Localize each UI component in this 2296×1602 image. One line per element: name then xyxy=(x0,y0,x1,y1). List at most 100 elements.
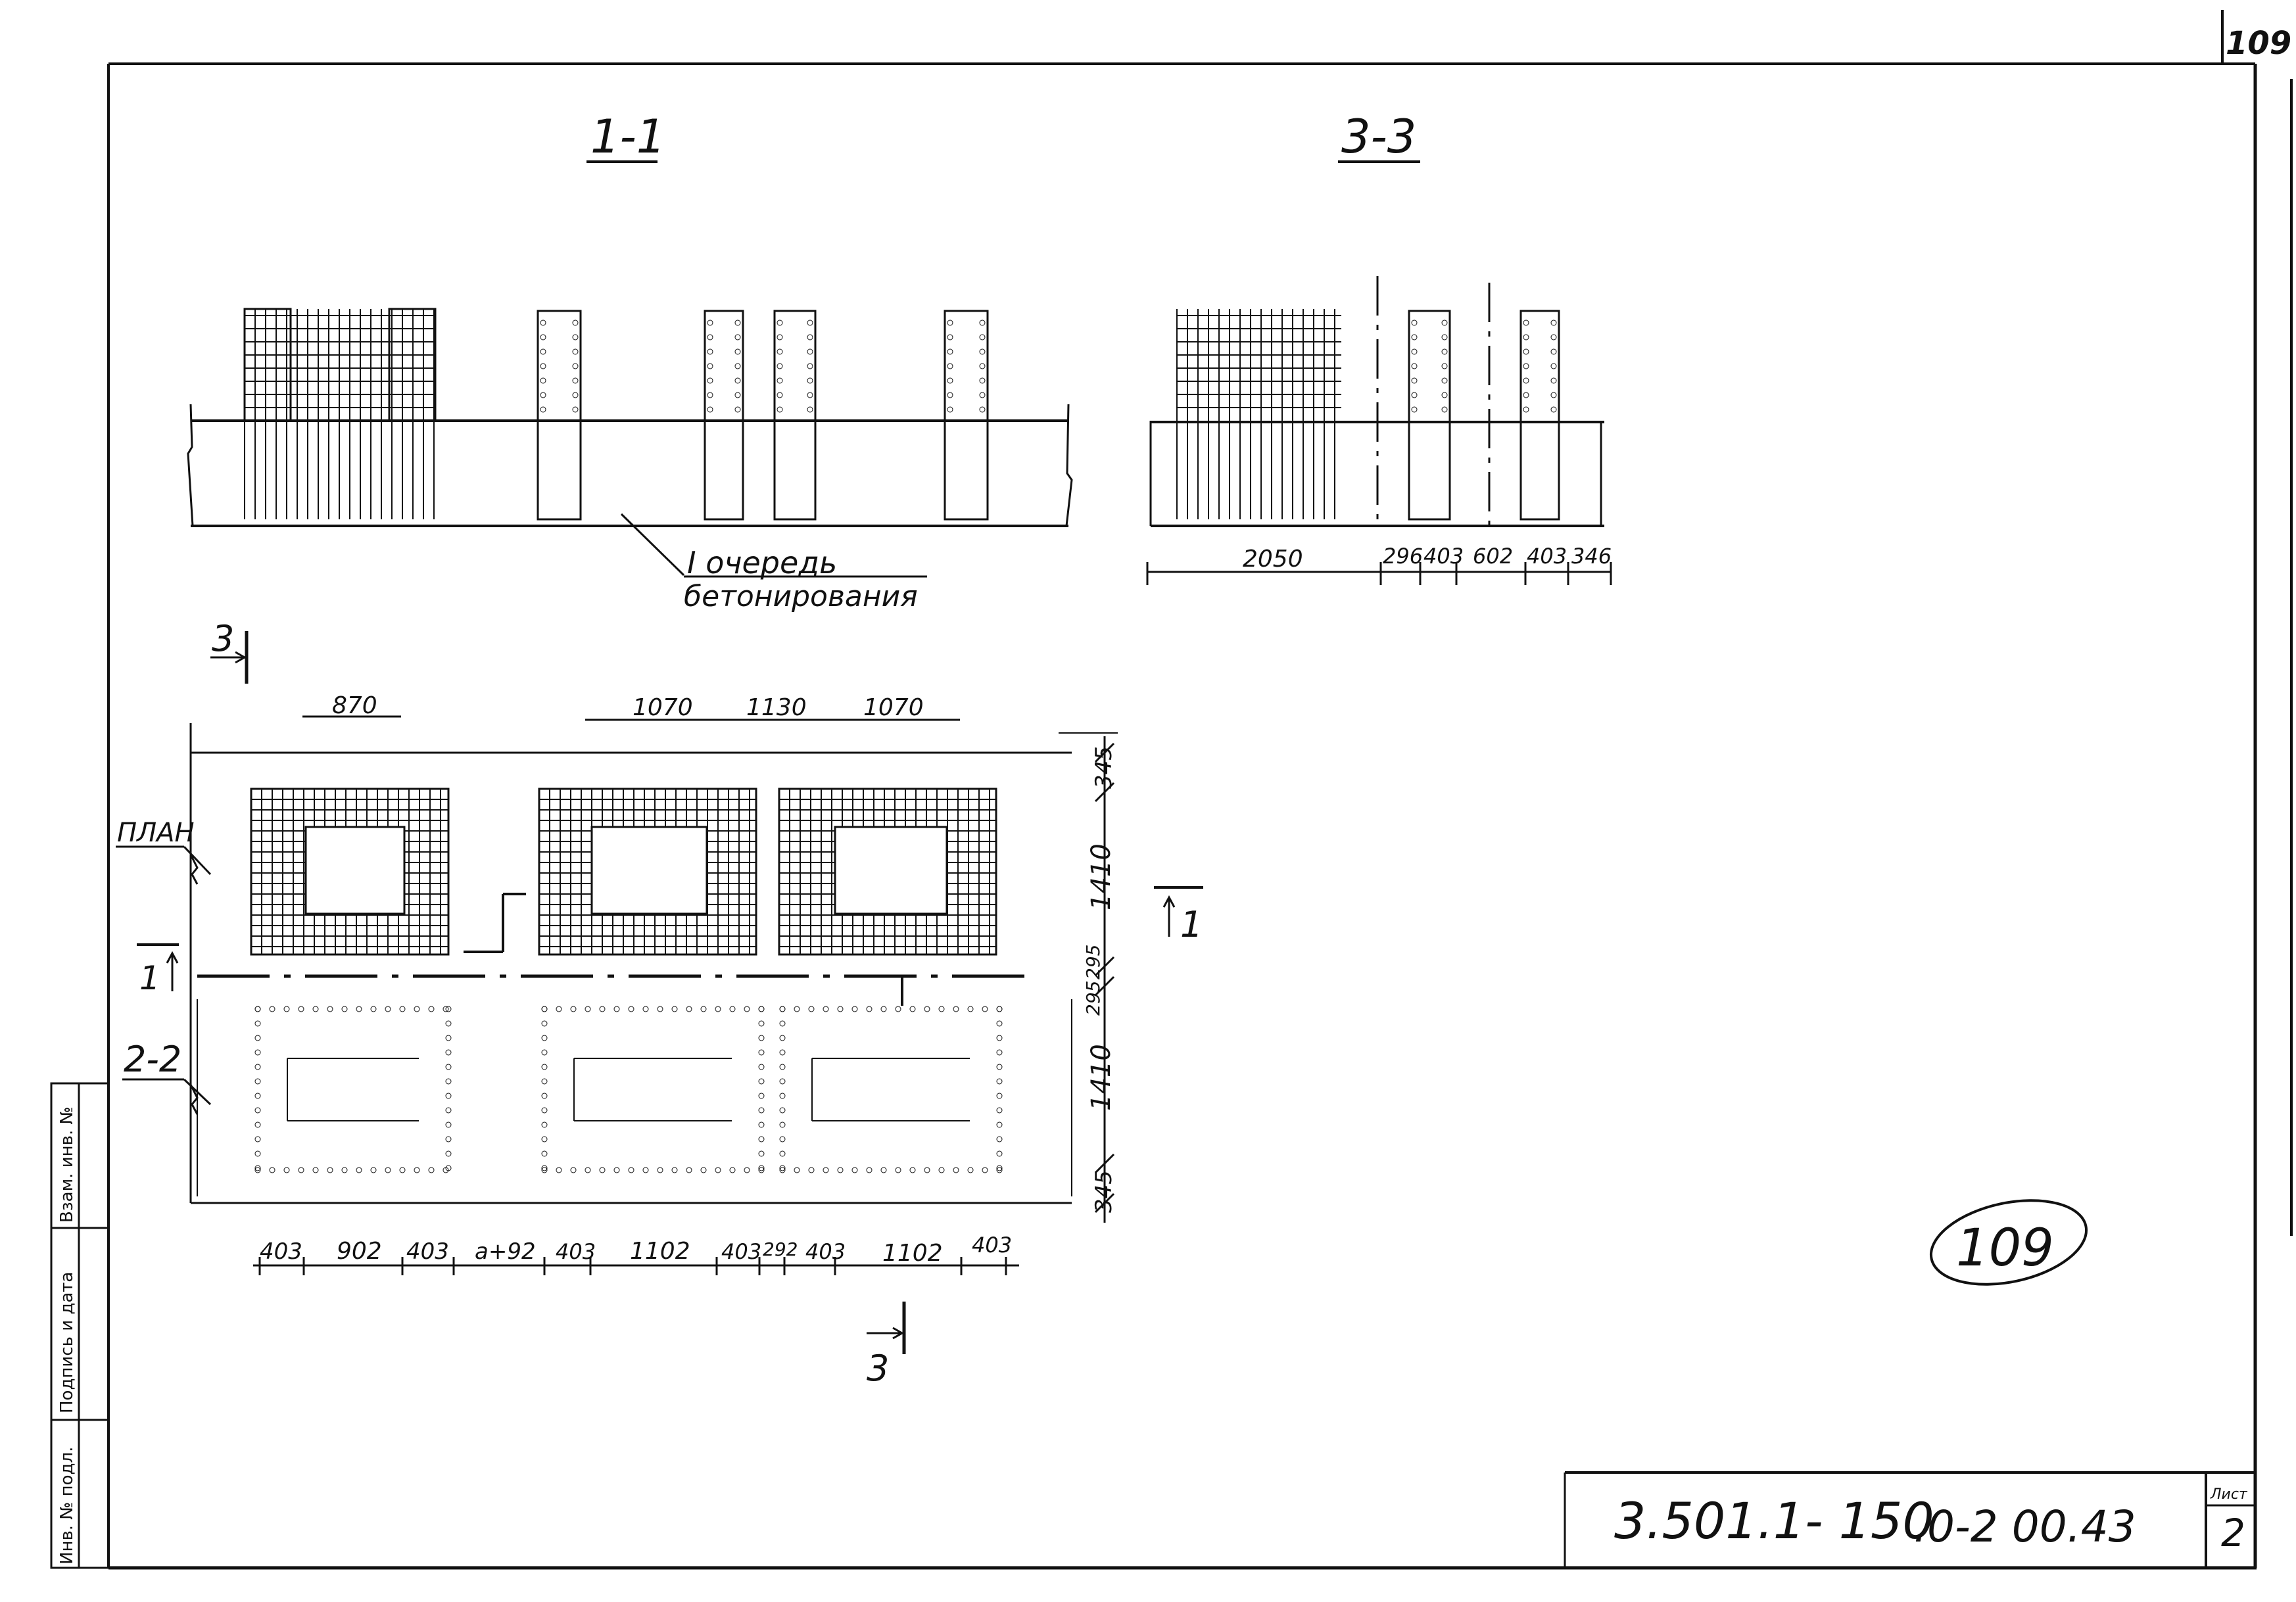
rebar-dot xyxy=(779,1049,786,1056)
rebar-dot xyxy=(541,1121,548,1128)
cage-post-right xyxy=(388,308,437,422)
note-concreting-line2: бетонирования xyxy=(684,580,918,613)
rebar-dot xyxy=(1441,392,1448,398)
rebar-dot xyxy=(254,1078,261,1085)
rebar-dot xyxy=(540,363,546,369)
rebar-dot xyxy=(540,406,546,413)
rebar-dot xyxy=(1550,377,1557,384)
rebar-dot xyxy=(734,363,741,369)
rebar-dot xyxy=(779,1136,786,1143)
plan-view xyxy=(189,723,1118,1275)
rebar-dot xyxy=(744,1167,750,1173)
rebar-dot xyxy=(707,406,713,413)
dim-bot-10: 403 xyxy=(972,1233,1012,1258)
stamp-inv-podl: Инв. № подл. xyxy=(57,1447,77,1565)
dim-right-1: 1410 xyxy=(1086,843,1116,910)
rebar-dot xyxy=(445,1093,452,1099)
rebar-dot xyxy=(729,1006,736,1012)
rebar-dot xyxy=(1411,348,1418,355)
rebar-dot xyxy=(341,1167,348,1173)
rebar-dot xyxy=(613,1006,620,1012)
dim-top-3: 1070 xyxy=(863,694,924,721)
rebar-dot xyxy=(779,1078,786,1085)
rebar-dot xyxy=(1550,392,1557,398)
rebar-dot xyxy=(982,1167,988,1173)
rebar-dot xyxy=(572,377,579,384)
rebar-dot xyxy=(895,1167,901,1173)
rebar-dot xyxy=(1550,406,1557,413)
rebar-dot xyxy=(779,1093,786,1099)
rebar-dot xyxy=(540,334,546,341)
rebar-dot xyxy=(924,1167,930,1173)
rebar-dot xyxy=(414,1167,420,1173)
rebar-dot xyxy=(758,1020,765,1027)
rebar-dot xyxy=(414,1006,420,1012)
rebar-dot xyxy=(445,1078,452,1085)
rebar-dot xyxy=(996,1006,1003,1012)
dim-tick xyxy=(1094,1192,1115,1213)
svg-text:3: 3 xyxy=(212,618,234,659)
rebar-dot xyxy=(880,1167,887,1173)
rebar-dot xyxy=(779,1167,786,1173)
cage-post-left xyxy=(243,308,292,422)
rebar-dot xyxy=(613,1167,620,1173)
rebar-dot xyxy=(541,1020,548,1027)
column-outline xyxy=(1519,310,1560,521)
dim-33-4: 403 xyxy=(1527,544,1567,569)
cut-marker-3-top: 3 xyxy=(210,618,249,684)
rebar-dot xyxy=(445,1035,452,1041)
rebar-dot xyxy=(1411,319,1418,326)
rebar-dot xyxy=(1550,348,1557,355)
rebar-dot xyxy=(996,1035,1003,1041)
rebar-dot xyxy=(1550,334,1557,341)
rebar-dot xyxy=(938,1167,945,1173)
dim-tick xyxy=(1094,1153,1115,1174)
rebar-dot xyxy=(996,1165,1003,1171)
rebar-dot xyxy=(254,1006,261,1012)
rebar-dot xyxy=(445,1107,452,1114)
rebar-dot xyxy=(947,406,953,413)
stamp-podpis: Подпись и дата xyxy=(57,1272,77,1413)
dim-right-4: 1410 xyxy=(1086,1044,1116,1111)
stamp-vzam: Взам. инв. № xyxy=(57,1106,77,1223)
rebar-dot xyxy=(777,363,783,369)
rebar-dot xyxy=(1550,363,1557,369)
rebar-dot xyxy=(445,1121,452,1128)
rebar-dot xyxy=(758,1165,765,1171)
rebar-dot xyxy=(823,1006,829,1012)
rebar-dot xyxy=(541,1165,548,1171)
rebar-dot xyxy=(572,406,579,413)
section-1-1-title: 1-1 xyxy=(590,110,665,164)
dim-bot-2: 403 xyxy=(406,1238,449,1265)
rebar-dot xyxy=(1523,392,1529,398)
svg-text:3: 3 xyxy=(867,1348,889,1389)
dim-33-1: 296 xyxy=(1383,544,1423,569)
rebar-dot xyxy=(541,1107,548,1114)
rebar-dot xyxy=(356,1167,362,1173)
rebar-dot xyxy=(953,1006,959,1012)
rebar-dot xyxy=(445,1064,452,1070)
rebar-dot xyxy=(541,1006,548,1012)
rebar-dot xyxy=(895,1006,901,1012)
rebar-dot xyxy=(808,1167,815,1173)
rebar-dot xyxy=(837,1006,844,1012)
svg-text:1: 1 xyxy=(139,959,160,997)
rebar-dot xyxy=(671,1167,678,1173)
grid-block xyxy=(778,788,997,956)
sheet-frame xyxy=(107,10,2293,1570)
rebar-dot xyxy=(979,319,986,326)
rebar-dot xyxy=(758,1107,765,1114)
rebar-dot xyxy=(851,1167,858,1173)
rebar-dot xyxy=(707,319,713,326)
dim-bot-4: 403 xyxy=(556,1239,596,1264)
rebar-dot xyxy=(996,1078,1003,1085)
rebar-dot xyxy=(442,1006,449,1012)
rebar-dot xyxy=(707,363,713,369)
rebar-dot xyxy=(777,348,783,355)
rebar-dot xyxy=(399,1006,406,1012)
rebar-dot xyxy=(996,1150,1003,1157)
rebar-dot xyxy=(1441,319,1448,326)
rebar-dot xyxy=(777,392,783,398)
rebar-dot xyxy=(1441,377,1448,384)
rebar-dot xyxy=(777,377,783,384)
